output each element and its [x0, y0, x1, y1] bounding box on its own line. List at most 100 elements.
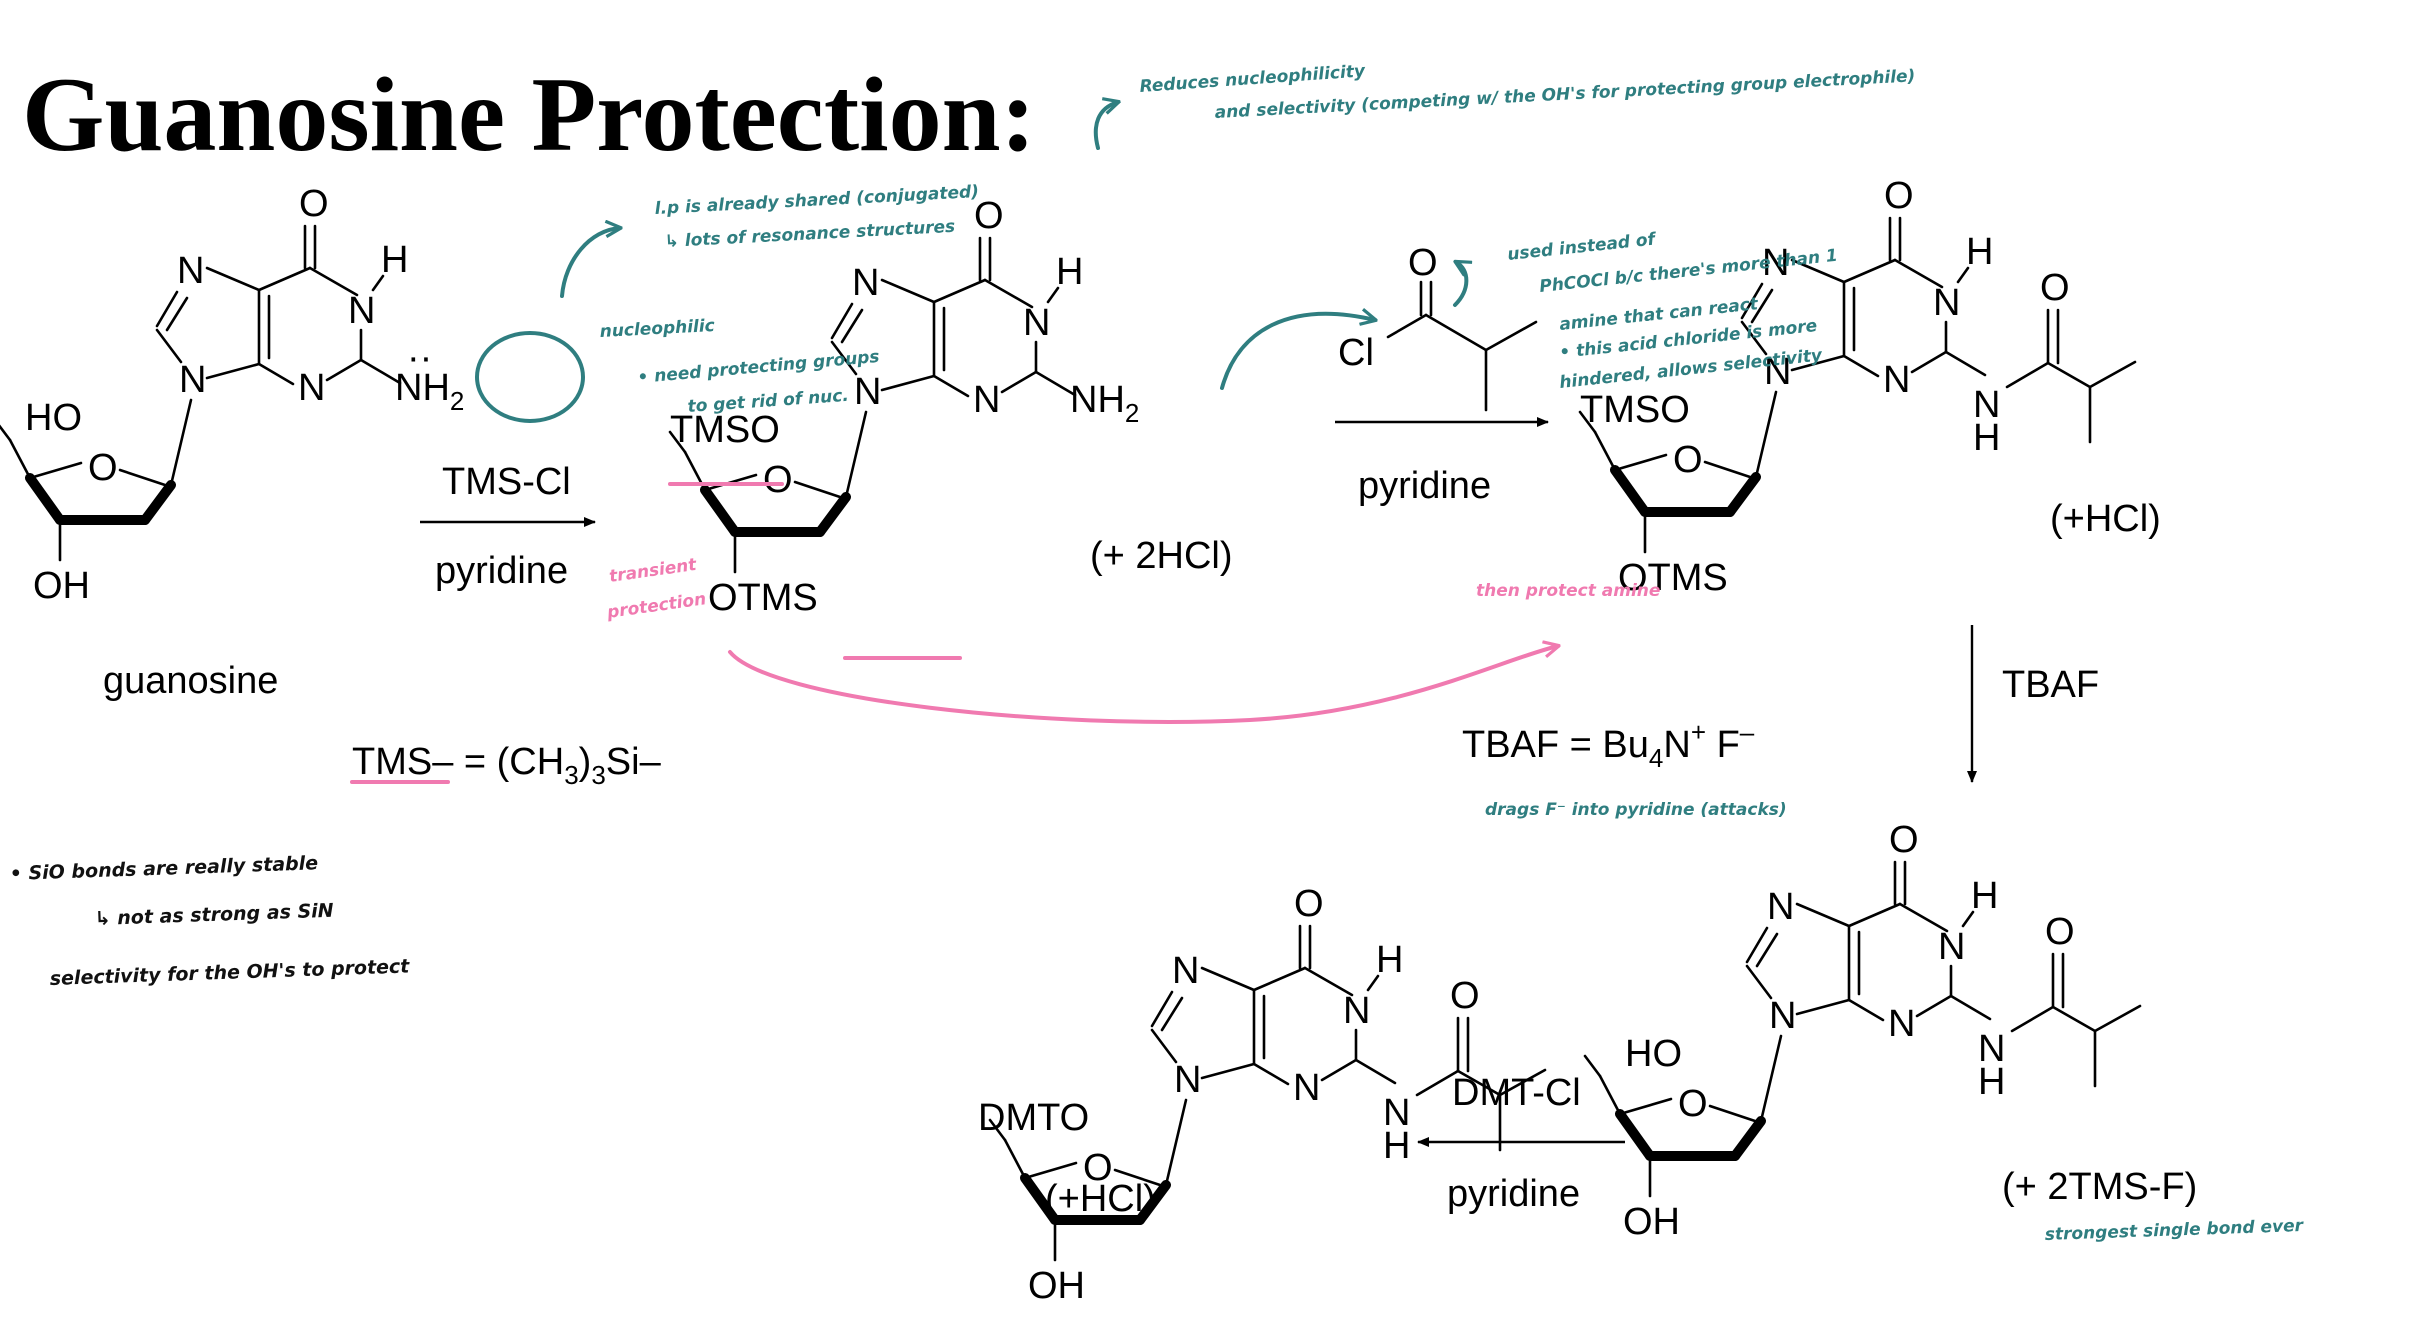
n9: N	[1769, 995, 1796, 1037]
carbonyl-o: O	[1889, 819, 1919, 861]
step1-solvent: pyridine	[435, 550, 568, 592]
ring-o: O	[1678, 1083, 1708, 1125]
note-drags-fluoride: drags F⁻ into pyridine (attacks)	[1485, 800, 1787, 820]
note-lone-pair: l.p is already shared (conjugated) ↳ lot…	[560, 182, 979, 298]
step3-reagent: TBAF	[2002, 664, 2099, 706]
svg-text:nucleophilic: nucleophilic	[599, 316, 715, 342]
n7: N	[1767, 886, 1794, 928]
svg-text:TBAF = Bu4N+ F–: TBAF = Bu4N+ F–	[1462, 717, 1755, 773]
n3: N	[298, 367, 325, 409]
n9: N	[1174, 1059, 1201, 1101]
amide-h: H	[1383, 1125, 1410, 1167]
byproduct-hcl-2: (+HCl)	[1045, 1178, 1156, 1220]
five-prime-group: TMSO	[670, 409, 780, 451]
note-used-instead: used instead of PhCOCl b/c there's more …	[1455, 229, 1839, 393]
five-prime-group: HO	[25, 397, 82, 439]
note-strongest-bond: strongest single bond ever	[2044, 1216, 2304, 1245]
byproduct-hcl-1: (+HCl)	[2050, 498, 2161, 540]
n3: N	[1883, 359, 1910, 401]
amide-o: O	[2040, 267, 2070, 309]
amide-o: O	[1450, 975, 1480, 1017]
amide-n: N	[1973, 384, 2000, 426]
n7: N	[852, 262, 879, 304]
ring-o: O	[763, 459, 793, 501]
carbonyl-o: O	[974, 195, 1004, 237]
n1-h: H	[1966, 231, 1993, 273]
n3: N	[1888, 1003, 1915, 1045]
carbonyl-o: O	[1884, 175, 1914, 217]
tbaf-definition: TBAF = Bu4N+ F–	[1462, 717, 1755, 773]
ring-o: O	[88, 447, 118, 489]
lone-pair: ··	[407, 337, 432, 379]
isobutyryl-chloride: O Cl	[1338, 242, 1538, 412]
n1: N	[1933, 282, 1960, 324]
amide-h: H	[1978, 1061, 2005, 1103]
note-then-protect: then protect amine	[1476, 581, 1660, 601]
svg-text:l.p is already shared (conjuga: l.p is already shared (conjugated)	[654, 182, 979, 219]
amide-h: H	[1973, 417, 2000, 459]
carbonyl-o: O	[299, 183, 329, 225]
five-prime-group: HO	[1625, 1033, 1682, 1075]
n3: N	[1293, 1067, 1320, 1109]
note-sio-bonds: • SiO bonds are really stable ↳ not as s…	[9, 852, 410, 990]
byproduct-2tmsf: (+ 2TMS-F)	[2002, 1166, 2197, 1208]
svg-text:used instead of: used instead of	[1506, 229, 1658, 265]
step1-reagent: TMS-Cl	[442, 461, 571, 503]
svg-text:↳ not as strong as SiN: ↳ not as strong as SiN	[94, 900, 334, 930]
three-prime-group: OTMS	[708, 577, 818, 619]
step2-solvent: pyridine	[1358, 465, 1491, 507]
amide-n: N	[1383, 1092, 1410, 1134]
three-prime-group: OH	[1623, 1201, 1680, 1243]
svg-text:O: O	[1408, 242, 1438, 284]
svg-text:TMS– = (CH3)3Si–: TMS– = (CH3)3Si–	[352, 741, 662, 790]
svg-text:↳ lots of resonance structures: ↳ lots of resonance structures	[664, 217, 955, 252]
n9: N	[1764, 351, 1791, 393]
ring-o: O	[1083, 1147, 1113, 1189]
three-prime-group: OTMS	[1618, 557, 1728, 599]
n9: N	[854, 371, 881, 413]
three-prime-group: OH	[33, 565, 90, 607]
n7: N	[1172, 950, 1199, 992]
n7: N	[177, 250, 204, 292]
n1-h: H	[1971, 875, 1998, 917]
n1-h: H	[381, 239, 408, 281]
svg-text:transient: transient	[608, 555, 699, 587]
byproduct-2hcl: (+ 2HCl)	[1090, 535, 1233, 577]
amide-o: O	[2045, 911, 2075, 953]
svg-text:• SiO bonds are really stable: • SiO bonds are really stable	[9, 852, 318, 885]
note-reduces-nucleophilicity: Reduces nucleophilicity and selectivity …	[1093, 61, 1916, 150]
n7: N	[1762, 242, 1789, 284]
five-prime-group: DMTO	[978, 1097, 1089, 1139]
amide-n: N	[1978, 1028, 2005, 1070]
n1: N	[1343, 990, 1370, 1032]
svg-text:• need protecting groups: • need protecting groups	[637, 347, 881, 388]
three-prime-group: OH	[1028, 1265, 1085, 1307]
amino-group: NH2	[1070, 379, 1139, 428]
n9: N	[179, 359, 206, 401]
ring-o: O	[1673, 439, 1703, 481]
guanosine-label: guanosine	[103, 660, 278, 702]
attack-arrow	[1220, 314, 1375, 390]
n1-h: H	[1056, 251, 1083, 293]
n1: N	[1023, 302, 1050, 344]
svg-text:selectivity for the OH's to pr: selectivity for the OH's to protect	[49, 955, 410, 990]
n1: N	[1938, 926, 1965, 968]
n1: N	[348, 290, 375, 332]
carbonyl-o: O	[1294, 883, 1324, 925]
note-transient-protection: transient protection	[605, 555, 708, 623]
step4-reagent: DMT-Cl	[1452, 1072, 1581, 1114]
note-nucleophilic: nucleophilic • need protecting groups to…	[475, 316, 881, 423]
five-prime-group: TMSO	[1580, 389, 1690, 431]
page-title: Guanosine Protection:	[22, 56, 1036, 173]
transient-arrow	[728, 646, 1558, 724]
n3: N	[973, 379, 1000, 421]
svg-text:Cl: Cl	[1338, 332, 1374, 374]
tms-definition: TMS– = (CH3)3Si–	[352, 741, 662, 790]
svg-text:Reduces nucleophilicity: Reduces nucleophilicity	[1139, 61, 1367, 97]
